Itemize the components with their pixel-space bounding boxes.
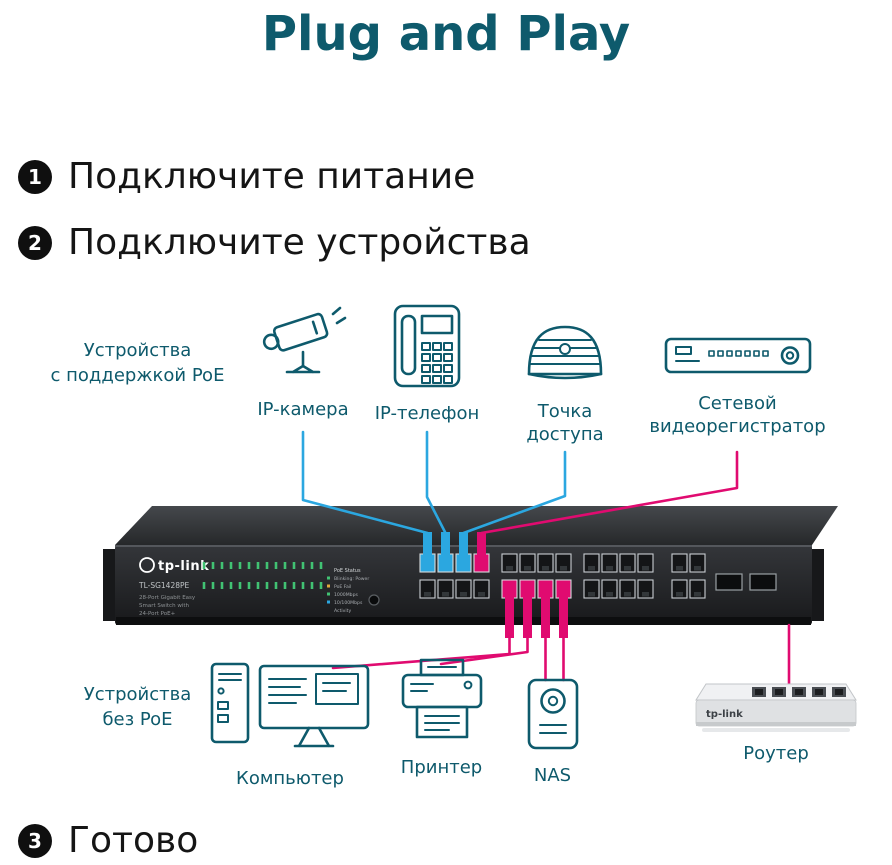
printer-icon xyxy=(401,658,482,739)
step-3: 3 Готово xyxy=(18,820,198,861)
non-poe-group-label: Устройства без PoE xyxy=(83,684,192,731)
ip-phone-icon xyxy=(393,304,461,388)
router-ports xyxy=(752,687,846,697)
nas-label: NAS xyxy=(533,765,572,786)
step-3-badge: 3 xyxy=(18,823,52,858)
nvr-label: Сетевой видеорегистратор xyxy=(649,393,826,438)
plug-pink-top xyxy=(477,532,486,556)
step-1-badge: 1 xyxy=(18,159,52,194)
svg-text:PoE Fail: PoE Fail xyxy=(334,584,351,590)
step-1-label: Подключите питание xyxy=(68,156,476,197)
cable-access-point xyxy=(462,450,567,535)
svg-text:28-Port Gigabit Easy: 28-Port Gigabit Easy xyxy=(139,595,196,601)
access-point-icon xyxy=(527,325,603,380)
cables xyxy=(301,430,791,688)
device-ip-camera: IP-камера xyxy=(248,300,358,421)
plug-pink-3 xyxy=(541,592,550,638)
svg-text:24-Port PoE+: 24-Port PoE+ xyxy=(139,611,176,617)
cable-printer xyxy=(439,634,529,666)
phone-label: IP-телефон xyxy=(374,403,480,424)
cable-plugs xyxy=(423,532,568,638)
plug-pink-1 xyxy=(505,592,514,638)
device-printer: Принтер xyxy=(394,656,489,779)
sfp-slots xyxy=(715,573,777,591)
computer-icon xyxy=(210,662,369,748)
router-brand-text: tp-link xyxy=(706,709,743,720)
svg-text:Blinking: Power: Blinking: Power xyxy=(334,576,369,582)
svg-text:Activity: Activity xyxy=(334,608,351,614)
computer-label: Компьютер xyxy=(236,768,344,789)
svg-text:10/100Mbps: 10/100Mbps xyxy=(334,600,363,606)
printer-label: Принтер xyxy=(400,757,483,778)
device-nvr: Сетевой видеорегистратор xyxy=(645,330,830,438)
device-access-point: Точка доступа xyxy=(515,318,615,446)
rack-ear-left xyxy=(103,549,115,621)
switch-top-face xyxy=(115,506,838,545)
rack-ear-right xyxy=(812,549,824,621)
plug-pink-4 xyxy=(559,592,568,638)
svg-text:Smart Switch with: Smart Switch with xyxy=(139,603,190,609)
step-2-badge: 2 xyxy=(18,225,52,260)
led-legend: PoE Status Blinking: Power PoE Fail 1000… xyxy=(327,568,369,614)
svg-text:1000Mbps: 1000Mbps xyxy=(334,592,358,598)
step-2-label: Подключите устройства xyxy=(68,222,531,263)
switch-model-text: TL-SG1428PE xyxy=(138,581,190,590)
router-image: tp-link xyxy=(695,683,857,732)
cable-nvr xyxy=(480,450,739,535)
network-switch: tp-link TL-SG1428PE 28-Port Gigabit Easy… xyxy=(103,506,838,638)
step-1: 1 Подключите питание xyxy=(18,156,475,197)
led-grid xyxy=(202,562,323,589)
nas-icon xyxy=(527,678,578,750)
page-title: Plug and Play xyxy=(261,6,631,62)
device-router: tp-link Роутер xyxy=(688,678,864,765)
plug-blue-3 xyxy=(459,532,468,556)
router-label: Роутер xyxy=(743,743,809,764)
poe-group-label: Устройства с поддержкой PoE xyxy=(50,340,225,387)
svg-text:PoE Status: PoE Status xyxy=(334,568,361,574)
cable-phone xyxy=(425,430,447,535)
camera-label: IP-камера xyxy=(257,399,349,420)
ip-camera-icon xyxy=(262,306,347,374)
step-3-label: Готово xyxy=(68,820,199,861)
nvr-icon xyxy=(664,337,811,374)
plug-blue-1 xyxy=(423,532,432,556)
device-computer: Компьютер xyxy=(205,660,375,790)
plug-blue-2 xyxy=(441,532,450,556)
access-point-label: Точка доступа xyxy=(526,401,604,446)
cable-camera xyxy=(301,430,429,535)
device-nas: NAS xyxy=(520,676,585,787)
step-2: 2 Подключите устройства xyxy=(18,222,531,263)
tp-link-logo-icon xyxy=(139,557,155,573)
plug-pink-2 xyxy=(523,592,532,638)
device-ip-phone: IP-телефон xyxy=(372,302,482,425)
mode-button xyxy=(368,594,380,606)
switch-brand-text: tp-link xyxy=(158,559,209,574)
